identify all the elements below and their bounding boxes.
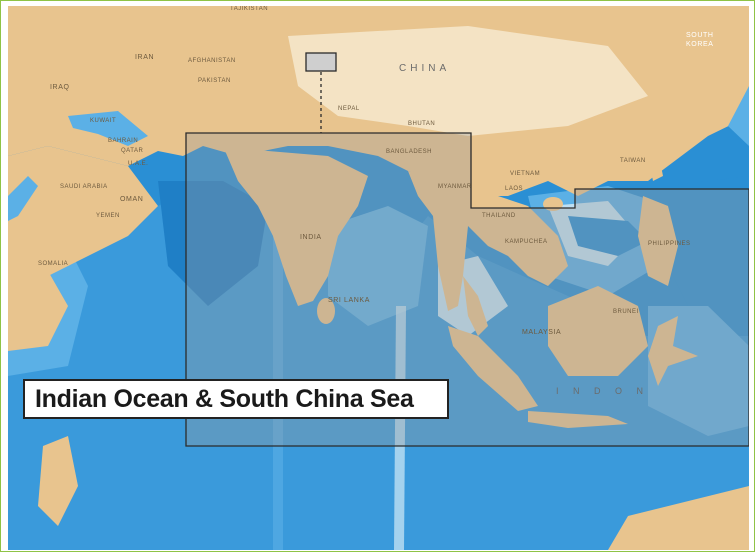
label-south-korea: SOUTH KOREA [686, 32, 714, 48]
sri-lanka [317, 298, 335, 324]
label-philippines: PHILIPPINES [648, 241, 691, 247]
label-afghanistan: AFGHANISTAN [188, 58, 236, 64]
map-graphic [8, 6, 749, 550]
label-iran: IRAN [135, 54, 155, 61]
korea [698, 31, 738, 76]
madagascar [38, 436, 78, 526]
scs-deep [568, 216, 648, 256]
label-somalia: SOMALIA [38, 261, 69, 267]
label-indonesia: I N D O N [556, 386, 650, 396]
chart-coverage-map[interactable]: CHINA IRAN IRAQ AFGHANISTAN PAKISTAN TAJ… [8, 6, 749, 550]
label-nepal: NEPAL [338, 106, 360, 112]
label-thailand: THAILAND [482, 213, 516, 219]
label-tajikistan: TAJIKISTAN [230, 6, 269, 12]
label-iraq: IRAQ [50, 84, 70, 91]
inset-box [305, 52, 337, 72]
india [223, 146, 368, 306]
label-pakistan: PAKISTAN [198, 78, 231, 84]
label-laos: LAOS [505, 186, 524, 192]
label-bhutan: BHUTAN [408, 121, 436, 127]
label-saudi: SAUDI ARABIA [60, 184, 108, 190]
red-sea [8, 176, 38, 221]
label-china: CHINA [399, 63, 451, 74]
label-vietnam: VIETNAM [510, 171, 541, 177]
indochina [408, 171, 568, 311]
australia [608, 486, 749, 550]
ninetyeast-ridge [394, 306, 406, 550]
bay-of-bengal [328, 206, 428, 326]
label-kuwait: KUWAIT [90, 118, 117, 124]
java [528, 411, 628, 428]
label-brunei: BRUNEI [613, 309, 639, 315]
label-yemen: YEMEN [96, 213, 120, 219]
philippine-sea [668, 176, 749, 336]
label-bangladesh: BANGLADESH [386, 149, 433, 155]
horn-of-africa [8, 271, 68, 351]
sulawesi [648, 316, 698, 386]
label-taiwan: TAIWAN [620, 158, 646, 164]
philippines [638, 196, 678, 286]
label-myanmar: MYANMAR [438, 184, 472, 190]
arabian-peninsula [8, 146, 158, 276]
label-malaysia: MALAYSIA [522, 329, 562, 336]
label-qatar: QATAR [121, 148, 144, 154]
label-cambodia: KAMPUCHEA [505, 239, 548, 245]
persian-gulf [68, 111, 148, 146]
malay-peninsula [463, 276, 488, 336]
coverage-region [185, 132, 749, 447]
label-uae: U.A.E. [128, 161, 149, 167]
tibet-plateau [288, 26, 648, 136]
map-title-box: Indian Ocean & South China Sea [23, 379, 449, 419]
taiwan [648, 151, 663, 181]
label-oman: OMAN [120, 196, 144, 203]
label-india: INDIA [300, 234, 322, 241]
sumatra [448, 326, 538, 411]
label-sri-lanka: SRI LANKA [328, 297, 370, 304]
east-sea [728, 86, 749, 146]
label-bahrain: BAHRAIN [108, 138, 139, 144]
map-title: Indian Ocean & South China Sea [35, 384, 414, 413]
borneo [548, 286, 648, 376]
